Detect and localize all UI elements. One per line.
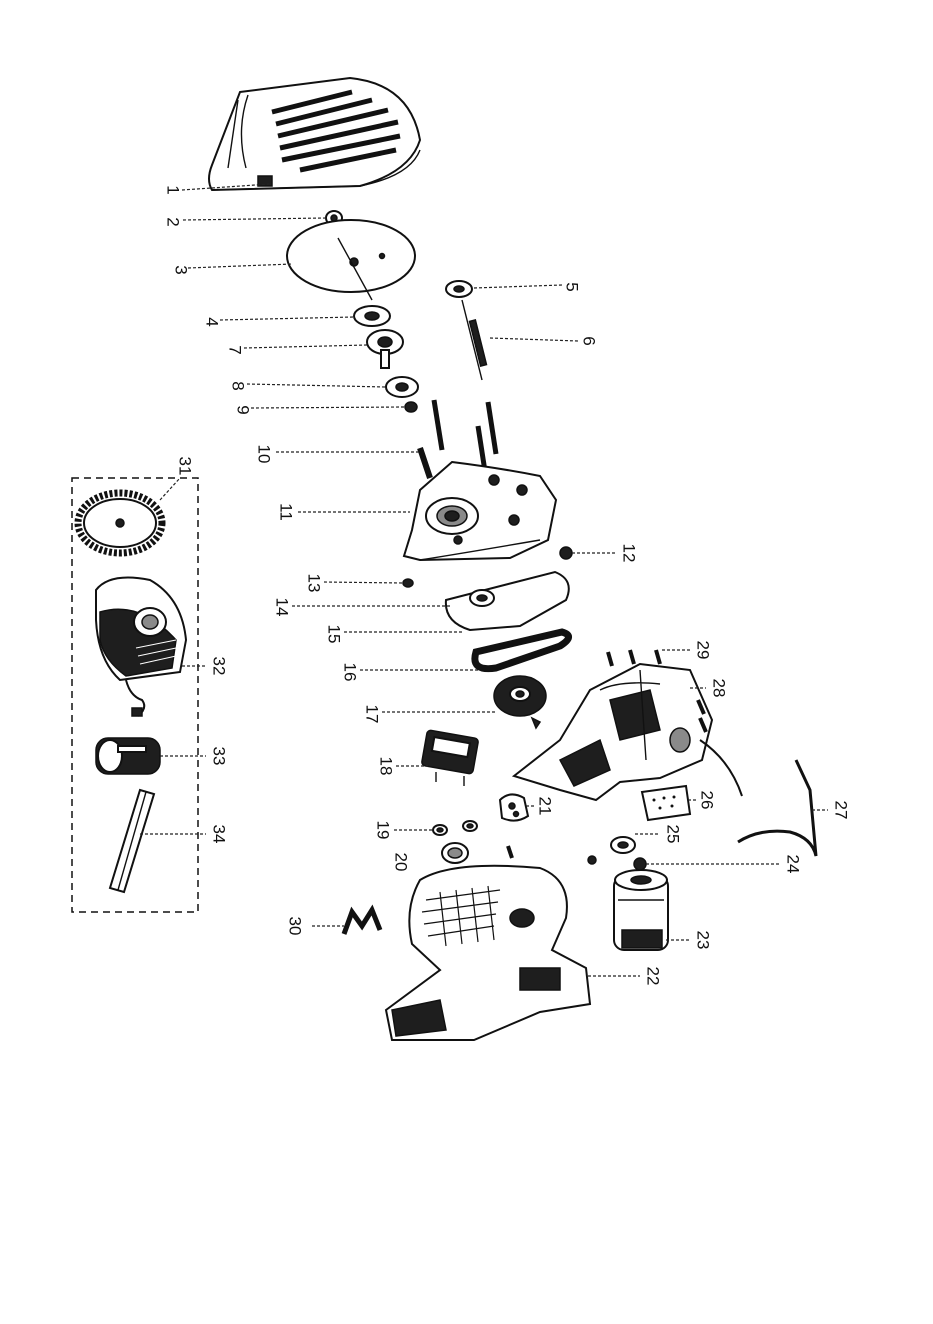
callout-8: 8 xyxy=(229,381,248,390)
part-4-washer xyxy=(354,306,390,326)
callout-7: 7 xyxy=(226,345,245,354)
callout-28: 28 xyxy=(710,679,729,698)
part-5-small-washer xyxy=(446,281,472,297)
part-33-battery xyxy=(96,738,160,774)
callout-11: 11 xyxy=(277,503,296,521)
part-28-side-housing xyxy=(514,664,742,800)
callout-24: 24 xyxy=(784,855,803,874)
callout-32: 32 xyxy=(210,657,229,676)
callout-2: 2 xyxy=(164,217,183,226)
callout-18: 18 xyxy=(377,757,396,776)
callout-33: 33 xyxy=(210,747,229,766)
callout-14: 14 xyxy=(273,598,292,617)
part-23-motor xyxy=(614,870,668,950)
callout-30: 30 xyxy=(286,917,305,936)
part-10-screw xyxy=(420,448,430,478)
part-17-pulley xyxy=(494,676,546,728)
part-25-pinion xyxy=(611,837,635,853)
callout-29: 29 xyxy=(694,641,713,660)
part-9-ring xyxy=(405,402,417,412)
part-8-washer xyxy=(386,377,418,397)
leader-lines xyxy=(140,184,828,976)
part-16-belt xyxy=(475,632,569,669)
callout-5: 5 xyxy=(563,282,582,291)
part-14-pulley-plate xyxy=(446,572,569,630)
part-3-saw-blade xyxy=(287,220,415,300)
part-32-charger xyxy=(96,578,186,716)
callout-4: 4 xyxy=(203,317,222,326)
callout-20: 20 xyxy=(392,853,411,872)
part-12-ball xyxy=(560,547,572,559)
part-13-pin xyxy=(403,579,413,587)
part-19-washer xyxy=(433,821,477,835)
part-18-switch xyxy=(421,730,478,786)
callout-23: 23 xyxy=(694,931,713,950)
callout-31: 31 xyxy=(176,457,195,476)
callout-6: 6 xyxy=(580,336,599,345)
part-1-blade-guard xyxy=(209,78,420,190)
callout-15: 15 xyxy=(325,625,344,644)
callout-25: 25 xyxy=(664,825,683,844)
callout-34: 34 xyxy=(210,825,229,844)
part-27-wire xyxy=(738,760,816,856)
callout-12: 12 xyxy=(620,544,639,563)
callout-13: 13 xyxy=(305,574,324,593)
callout-17: 17 xyxy=(363,705,382,724)
part-7-flange xyxy=(367,330,403,368)
small-ball xyxy=(588,856,596,864)
callout-1: 1 xyxy=(164,185,183,194)
part-26-plate xyxy=(642,786,690,820)
callout-26: 26 xyxy=(698,791,717,810)
callout-22: 22 xyxy=(644,967,663,986)
part-21-cam xyxy=(500,794,528,820)
callout-27: 27 xyxy=(832,801,851,820)
callout-19: 19 xyxy=(374,821,393,840)
callout-3: 3 xyxy=(172,265,191,274)
callout-21: 21 xyxy=(536,797,555,816)
part-22-body-housing xyxy=(386,866,590,1040)
part-6-pin xyxy=(462,300,486,380)
accessory-kit xyxy=(72,478,198,912)
part-24-motor-gear xyxy=(634,858,646,870)
small-screw xyxy=(508,846,512,858)
part-34-rod xyxy=(110,790,154,892)
callout-10: 10 xyxy=(255,445,274,464)
callout-16: 16 xyxy=(341,663,360,682)
part-20-bushing xyxy=(442,843,468,863)
callout-9: 9 xyxy=(234,405,253,414)
part-31-toothed-blade xyxy=(78,493,162,553)
part-30-clip xyxy=(344,910,380,934)
